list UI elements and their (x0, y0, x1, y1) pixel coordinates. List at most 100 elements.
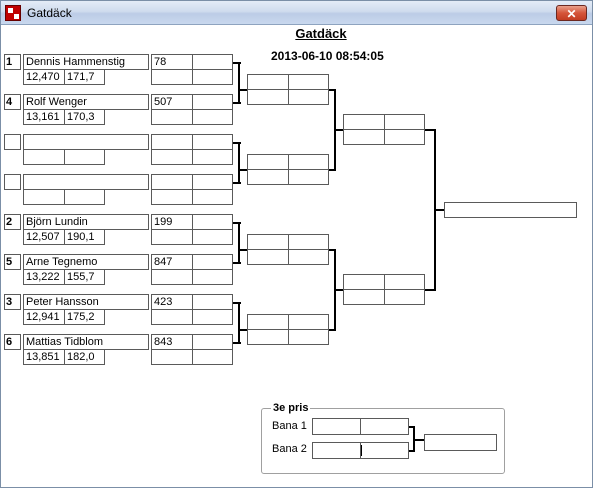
result-field[interactable] (151, 189, 193, 205)
speed-field[interactable]: 190,1 (64, 229, 105, 245)
bracket-connector (233, 102, 241, 104)
round2-field[interactable] (288, 154, 329, 170)
bracket-connector (233, 62, 241, 64)
time-field[interactable]: 12,507 (23, 229, 65, 245)
result-field[interactable] (192, 189, 233, 205)
speed-field[interactable]: 170,3 (64, 109, 105, 125)
result-field[interactable] (151, 109, 193, 125)
result-field[interactable] (192, 349, 233, 365)
lane-2-result-field[interactable] (360, 442, 409, 459)
player-name-field[interactable] (23, 174, 149, 190)
speed-field[interactable] (64, 189, 105, 205)
semifinal-field[interactable] (384, 114, 425, 130)
seed-box: 1 (4, 54, 21, 70)
lane-1-field[interactable] (312, 418, 361, 435)
round2-field[interactable] (247, 329, 289, 345)
result-field[interactable] (151, 269, 193, 285)
page-title: Gatdäck (295, 26, 347, 41)
result-field[interactable] (192, 54, 233, 70)
round2-field[interactable] (247, 154, 289, 170)
result-field[interactable] (151, 149, 193, 165)
result-field[interactable] (192, 94, 233, 110)
speed-field[interactable] (64, 149, 105, 165)
time-field[interactable] (23, 149, 65, 165)
score-field[interactable] (151, 134, 193, 150)
result-field[interactable] (192, 254, 233, 270)
time-field[interactable]: 13,161 (23, 109, 65, 125)
round2-field[interactable] (247, 249, 289, 265)
player-name-field[interactable]: Rolf Wenger (23, 94, 149, 110)
speed-field[interactable]: 175,2 (64, 309, 105, 325)
score-field[interactable]: 847 (151, 254, 193, 270)
result-field[interactable] (192, 334, 233, 350)
result-field[interactable] (151, 349, 193, 365)
third-place-winner-field[interactable] (424, 434, 497, 451)
semifinal-field[interactable] (343, 114, 385, 130)
round2-field[interactable] (288, 314, 329, 330)
round2-field[interactable] (288, 74, 329, 90)
score-field[interactable] (151, 174, 193, 190)
lane-1-result-field[interactable] (360, 418, 409, 435)
round2-field[interactable] (247, 169, 289, 185)
semifinal-field[interactable] (343, 129, 385, 145)
title-bar[interactable]: Gatdäck ✕ (1, 1, 592, 25)
score-field[interactable]: 843 (151, 334, 193, 350)
seed-box: 5 (4, 254, 21, 270)
result-field[interactable] (192, 149, 233, 165)
winner-field[interactable] (444, 202, 577, 218)
round2-field[interactable] (288, 329, 329, 345)
player-name-field[interactable]: Mattias Tidblom (23, 334, 149, 350)
round2-field[interactable] (288, 169, 329, 185)
time-field[interactable]: 13,222 (23, 269, 65, 285)
round2-field[interactable] (247, 314, 289, 330)
round2-field[interactable] (288, 249, 329, 265)
player-name-field[interactable]: Peter Hansson (23, 294, 149, 310)
result-field[interactable] (192, 134, 233, 150)
bracket-connector (425, 289, 436, 291)
result-field[interactable] (151, 229, 193, 245)
round2-field[interactable] (247, 74, 289, 90)
result-field[interactable] (192, 269, 233, 285)
semifinal-field[interactable] (384, 289, 425, 305)
round2-field[interactable] (247, 234, 289, 250)
speed-field[interactable]: 155,7 (64, 269, 105, 285)
result-field[interactable] (151, 69, 193, 85)
time-field[interactable]: 12,941 (23, 309, 65, 325)
result-field[interactable] (151, 309, 193, 325)
score-field[interactable]: 507 (151, 94, 193, 110)
result-field[interactable] (192, 214, 233, 230)
player-name-field[interactable]: Dennis Hammenstig (23, 54, 149, 70)
result-field[interactable] (192, 229, 233, 245)
result-field[interactable] (192, 309, 233, 325)
bracket-connector (233, 222, 241, 224)
speed-field[interactable]: 182,0 (64, 349, 105, 365)
semifinal-field[interactable] (384, 129, 425, 145)
result-field[interactable] (192, 294, 233, 310)
player-name-field[interactable]: Björn Lundin (23, 214, 149, 230)
close-button[interactable]: ✕ (556, 5, 587, 21)
time-field[interactable]: 12,470 (23, 69, 65, 85)
result-field[interactable] (192, 109, 233, 125)
speed-field[interactable]: 171,7 (64, 69, 105, 85)
bracket-connector (409, 450, 415, 452)
round2-field[interactable] (247, 89, 289, 105)
semifinal-field[interactable] (384, 274, 425, 290)
lane-2-field[interactable] (312, 442, 361, 459)
semifinal-field[interactable] (343, 274, 385, 290)
result-field[interactable] (192, 69, 233, 85)
semifinal-field[interactable] (343, 289, 385, 305)
result-field[interactable] (192, 174, 233, 190)
score-field[interactable]: 199 (151, 214, 193, 230)
time-field[interactable] (23, 189, 65, 205)
score-field[interactable]: 78 (151, 54, 193, 70)
player-name-field[interactable] (23, 134, 149, 150)
score-field[interactable]: 423 (151, 294, 193, 310)
round2-field[interactable] (288, 234, 329, 250)
bracket-connector (238, 89, 247, 91)
bracket-connector (238, 62, 240, 104)
time-field[interactable]: 13,851 (23, 349, 65, 365)
player-name-field[interactable]: Arne Tegnemo (23, 254, 149, 270)
app-icon (5, 5, 21, 21)
round2-field[interactable] (288, 89, 329, 105)
